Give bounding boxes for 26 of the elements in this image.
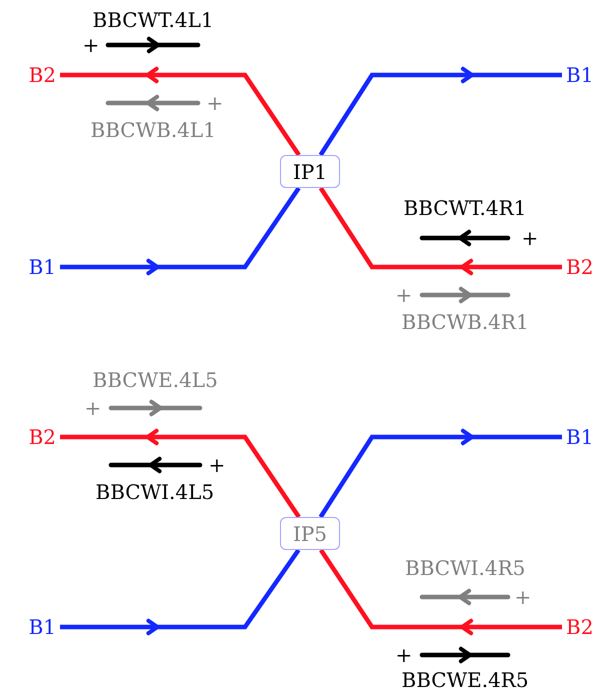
ip-box: IP1	[280, 155, 340, 188]
wire-label: BBCWB.4L1	[90, 118, 216, 142]
wire-label: BBCWI.4R5	[405, 556, 526, 580]
polarity-sign: +	[84, 396, 102, 420]
wire-label: BBCWI.4L5	[96, 480, 214, 504]
wire-label: BBCWT.4R1	[404, 196, 526, 220]
polarity-sign: +	[396, 283, 412, 307]
beam-label: B1	[566, 425, 606, 449]
polarity-sign: +	[522, 226, 538, 250]
polarity-sign: +	[206, 91, 224, 115]
beam-label: B2	[566, 255, 606, 279]
wire-label: BBCWB.4R1	[402, 310, 529, 334]
beam-label: B1	[14, 255, 56, 279]
ip-box: IP5	[280, 517, 340, 550]
beam-label: B2	[14, 63, 56, 87]
polarity-sign: +	[208, 453, 226, 477]
polarity-sign: +	[396, 643, 412, 667]
wire-label: BBCWT.4L1	[92, 8, 214, 32]
beam-label: B2	[566, 615, 606, 639]
wire-label: BBCWE.4R5	[402, 668, 529, 692]
beam-label: B1	[566, 63, 606, 87]
polarity-sign: +	[514, 585, 532, 609]
beam-label: B1	[14, 615, 56, 639]
beam-label: B2	[14, 425, 56, 449]
wire-label: BBCWE.4L5	[92, 368, 218, 392]
polarity-sign: +	[82, 33, 100, 57]
